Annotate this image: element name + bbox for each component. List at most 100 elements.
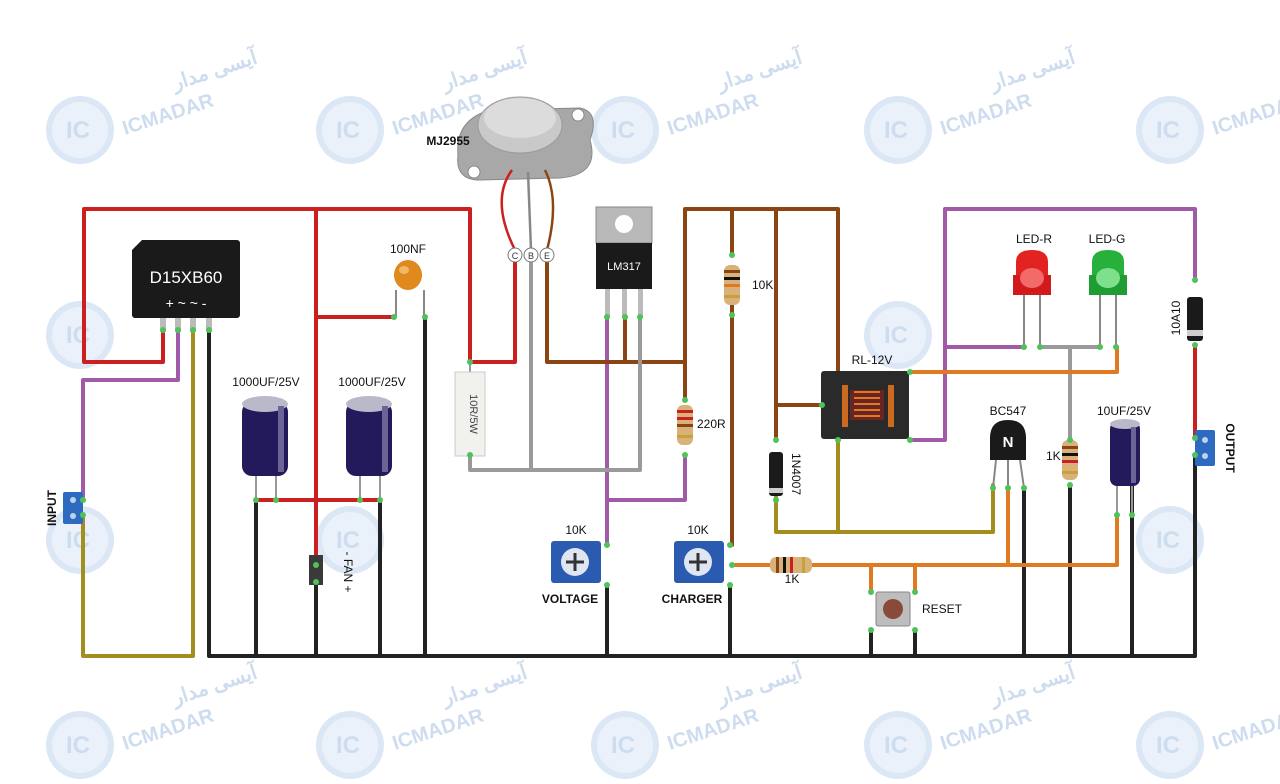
svg-text:IC: IC — [66, 527, 90, 554]
cap3-label: 10UF/25V — [1097, 404, 1151, 418]
input-label: INPUT — [45, 489, 59, 526]
svg-text:ICMADAR: ICMADAR — [1210, 704, 1280, 754]
svg-text:IC: IC — [66, 732, 90, 759]
watermark-9: IC ICMADAR آیسی مدار — [864, 658, 1080, 779]
svg-text:آیسی مدار: آیسی مدار — [985, 658, 1080, 711]
watermark-logo: IC — [66, 117, 90, 144]
output-label: OUTPUT — [1223, 423, 1237, 473]
bridge-pins: + ~ ~ - — [166, 295, 207, 311]
cap1-label: 1000UF/25V — [232, 375, 299, 389]
electrolytic-capacitor-2: 1000UF/25V — [338, 375, 406, 500]
pin-b: B — [528, 251, 534, 261]
transistor-bc547: BC547 N — [990, 404, 1027, 489]
diode-1n4007: 1N4007 — [769, 452, 803, 496]
power-resistor-label: 10R/5W — [467, 394, 479, 434]
svg-text:ICMADAR: ICMADAR — [1210, 89, 1280, 139]
pot-charger-value: 10K — [687, 523, 708, 537]
svg-text:ICMADAR: ICMADAR — [665, 704, 762, 754]
wire-gray-resistor — [468, 315, 642, 472]
led-green: LED-G — [1089, 232, 1127, 347]
bridge-rectifier: D15XB60 + ~ ~ - — [132, 240, 240, 332]
watermark-7: IC ICMADAR آیسی مدار — [316, 658, 532, 779]
svg-text:آیسی مدار: آیسی مدار — [437, 658, 532, 711]
cap2-label: 1000UF/25V — [338, 375, 405, 389]
diode-10a10-label: 10A10 — [1169, 300, 1183, 335]
watermark-14: IC — [46, 301, 114, 369]
led-red-label: LED-R — [1016, 232, 1052, 246]
svg-text:آیسی مدار: آیسی مدار — [712, 658, 807, 711]
pot-charger-name: CHARGER — [662, 592, 723, 606]
resistor-10k: 10K — [724, 265, 773, 305]
svg-text:IC: IC — [66, 322, 90, 349]
ceramic-cap-label: 100NF — [390, 242, 426, 256]
watermark-3: IC ICMADAR آیسی مدار — [591, 43, 807, 164]
svg-text:IC: IC — [1156, 117, 1180, 144]
svg-text:ICMADAR: ICMADAR — [120, 704, 217, 754]
watermark-13: IC — [1136, 506, 1204, 574]
svg-text:ICMADAR: ICMADAR — [390, 704, 487, 754]
svg-text:IC: IC — [1156, 732, 1180, 759]
svg-text:IC: IC — [336, 117, 360, 144]
pot-voltage-name: VOLTAGE — [542, 592, 598, 606]
wire-ground — [207, 328, 1197, 658]
relay-label: RL-12V — [852, 353, 893, 367]
watermark-4: IC ICMADAR آیسی مدار — [864, 43, 1080, 164]
watermark-10: IC ICMADAR — [1136, 704, 1280, 779]
svg-text:آیسی مدار: آیسی مدار — [437, 43, 532, 96]
lm317-label: LM317 — [607, 261, 641, 273]
wire-olive-input — [81, 328, 195, 658]
pot-voltage-value: 10K — [565, 523, 586, 537]
pin-e: E — [544, 251, 550, 261]
wire-purple-led — [908, 207, 1197, 442]
wires — [81, 207, 1197, 658]
svg-text:ICMADAR: ICMADAR — [938, 89, 1035, 139]
pin-c: C — [512, 251, 519, 261]
resistor-220r: 220R — [677, 405, 726, 445]
watermark-15: IC — [864, 301, 932, 369]
wire-brown-top — [683, 207, 840, 374]
wire-red-top — [82, 207, 517, 364]
svg-text:IC: IC — [884, 117, 908, 144]
electrolytic-capacitor-1: 1000UF/25V — [232, 375, 300, 500]
power-resistor-10r: 10R/5W — [454, 362, 486, 457]
wire-purple-220 — [605, 453, 687, 502]
svg-text:IC: IC — [336, 732, 360, 759]
power-transistor-mj2955: MJ2955 C B E — [426, 96, 594, 263]
resistor-1k-a-label: 1K — [785, 572, 800, 586]
output-terminal: OUTPUT — [1195, 423, 1237, 473]
wire-orange-1k — [730, 513, 1119, 567]
wire-olive-relay — [774, 468, 995, 534]
svg-text:IC: IC — [1156, 527, 1180, 554]
svg-text:IC: IC — [611, 117, 635, 144]
electrolytic-capacitor-3: 10UF/25V — [1097, 404, 1151, 515]
bridge-label: D15XB60 — [150, 268, 223, 287]
svg-text:IC: IC — [884, 322, 908, 349]
watermark-layer: IC ICMADAR آیسی مدار IC ICMADAR آیسی مدا… — [46, 43, 1280, 779]
resistor-1k-vertical: 1K — [1046, 440, 1078, 480]
watermark-12: IC — [316, 506, 384, 574]
relay-rl12v: RL-12V — [821, 353, 909, 439]
reset-label: RESET — [922, 602, 963, 616]
watermark-persian: آیسی مدار — [167, 43, 262, 96]
wire-purple-input — [81, 328, 180, 502]
junctions — [80, 252, 1198, 633]
svg-text:ICMADAR: ICMADAR — [938, 704, 1035, 754]
watermark-11: IC — [46, 506, 114, 574]
fan-label: - FAN + — [341, 551, 355, 592]
resistor-1k-horizontal: 1K — [770, 557, 812, 586]
regulator-lm317: LM317 — [595, 206, 653, 317]
ceramic-capacitor: 100NF — [390, 242, 426, 317]
mj2955-label: MJ2955 — [426, 134, 470, 148]
svg-text:آیسی مدار: آیسی مدار — [167, 658, 262, 711]
led-green-label: LED-G — [1089, 232, 1126, 246]
svg-text:آیسی مدار: آیسی مدار — [985, 43, 1080, 96]
bc547-label: BC547 — [990, 404, 1027, 418]
wire-orange-relay — [908, 345, 1119, 374]
input-terminal: INPUT — [45, 489, 83, 526]
svg-text:ICMADAR: ICMADAR — [665, 89, 762, 139]
diode-1n4007-label: 1N4007 — [789, 453, 803, 495]
svg-text:IC: IC — [336, 527, 360, 554]
diode-10a10: 10A10 — [1169, 297, 1203, 341]
pot-voltage: 10K VOLTAGE — [542, 523, 601, 606]
